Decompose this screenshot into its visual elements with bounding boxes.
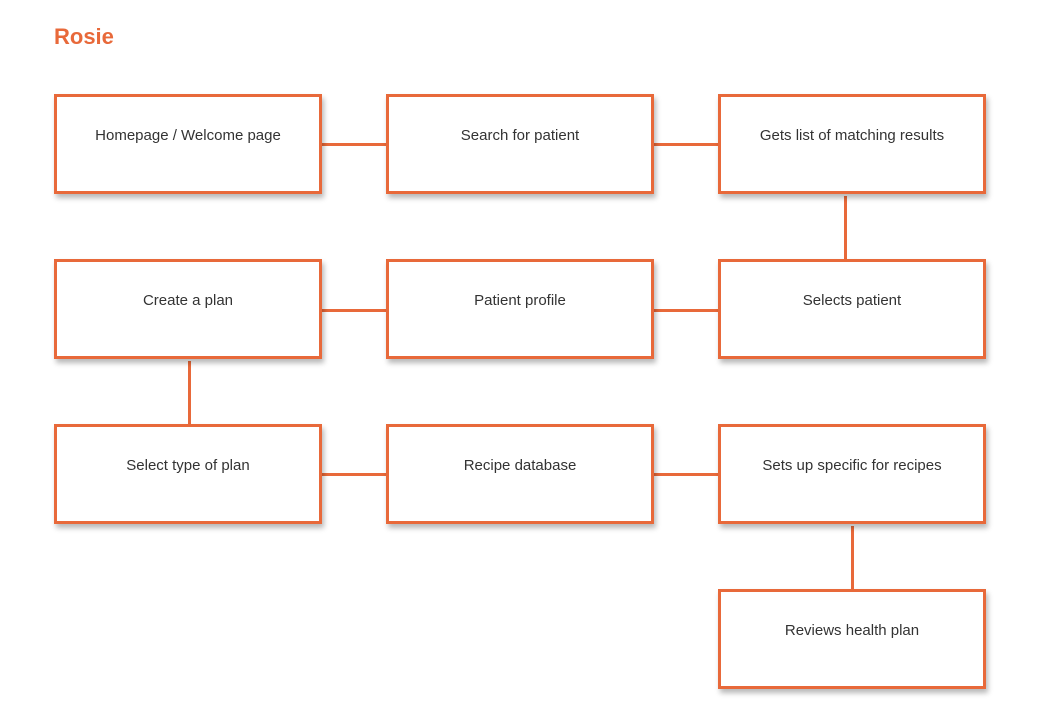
connector-search-results xyxy=(654,143,720,146)
connector-recipe-db-sets-up xyxy=(654,473,720,476)
node-label: Patient profile xyxy=(474,292,566,309)
node-search-for-patient: Search for patient xyxy=(386,94,654,194)
diagram-title: Rosie xyxy=(54,24,114,49)
node-label: Sets up specific for recipes xyxy=(762,457,942,474)
node-recipe-database: Recipe database xyxy=(386,424,654,524)
node-homepage: Homepage / Welcome page xyxy=(54,94,322,194)
node-select-type-of-plan: Select type of plan xyxy=(54,424,322,524)
node-matching-results: Gets list of matching results xyxy=(718,94,986,194)
connector-selects-patient-profile xyxy=(654,309,720,312)
connector-profile-create-plan xyxy=(322,309,388,312)
connector-homepage-search xyxy=(322,143,388,146)
connector-create-plan-select-type xyxy=(188,361,191,425)
node-label: Search for patient xyxy=(460,127,580,144)
node-label: Select type of plan xyxy=(126,457,250,474)
node-label: Selects patient xyxy=(802,292,902,309)
connector-sets-up-reviews xyxy=(851,526,854,590)
node-label: Gets list of matching results xyxy=(759,127,945,144)
node-sets-up-recipes: Sets up specific for recipes xyxy=(718,424,986,524)
node-label: Create a plan xyxy=(142,292,234,309)
connector-select-type-recipe-db xyxy=(322,473,388,476)
node-label: Reviews health plan xyxy=(784,622,920,639)
node-label: Recipe database xyxy=(463,457,577,474)
node-reviews-health-plan: Reviews health plan xyxy=(718,589,986,689)
node-selects-patient: Selects patient xyxy=(718,259,986,359)
node-create-plan: Create a plan xyxy=(54,259,322,359)
node-label: Homepage / Welcome page xyxy=(95,127,281,144)
node-patient-profile: Patient profile xyxy=(386,259,654,359)
connector-results-selects-patient xyxy=(844,196,847,260)
